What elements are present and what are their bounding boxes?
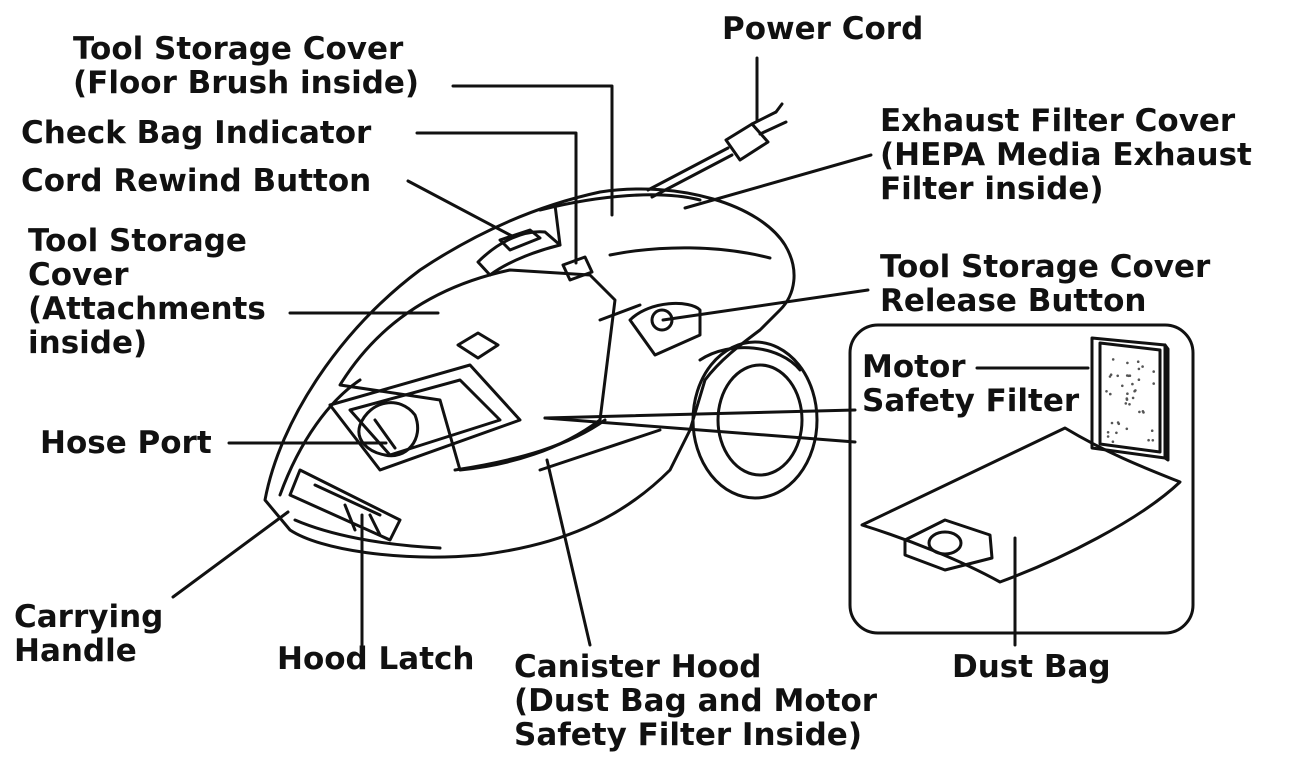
canister-body-drawing	[263, 187, 796, 559]
filter-dot	[1134, 389, 1137, 392]
filter-dot	[1109, 392, 1112, 396]
label-line: Tool Storage	[28, 223, 247, 259]
label-tool-storage-release-button: Tool Storage Cover Release Button	[880, 250, 1210, 318]
filter-dot	[1106, 431, 1110, 434]
filter-dot	[1116, 421, 1120, 424]
filter-dot	[1126, 392, 1129, 396]
label-line: (Dust Bag and Motor	[514, 683, 878, 719]
label-line: Tool Storage Cover	[880, 249, 1211, 285]
label-line: Dust Bag	[952, 649, 1111, 685]
filter-dot	[1115, 431, 1118, 435]
filter-dot	[1151, 439, 1155, 442]
label-line: inside)	[28, 325, 148, 361]
label-line: Safety Filter Inside)	[514, 717, 862, 753]
filter-dot	[1138, 410, 1141, 414]
filter-dot	[1141, 410, 1145, 413]
filter-dot	[1126, 361, 1129, 365]
filter-dot	[1141, 365, 1144, 368]
filter-dot	[1116, 374, 1119, 378]
filter-dot	[1152, 370, 1155, 373]
filter-dot	[1106, 435, 1110, 438]
filter-dot	[1150, 429, 1154, 433]
label-line: Filter inside)	[880, 171, 1104, 207]
filter-dots	[1105, 358, 1155, 444]
label-line: (Floor Brush inside)	[73, 65, 420, 101]
label-line: Safety Filter	[862, 383, 1080, 419]
label-carrying-handle: Carrying Handle	[14, 600, 163, 668]
filter-dot	[1152, 382, 1155, 385]
label-line: Tool Storage Cover	[73, 31, 404, 67]
label-motor-safety-filter: Motor Safety Filter	[862, 350, 1079, 418]
label-line: Release Button	[880, 283, 1147, 319]
label-hood-latch: Hood Latch	[277, 642, 474, 676]
filter-dot	[1125, 397, 1129, 400]
label-line: Canister Hood	[514, 649, 762, 685]
label-check-bag-indicator: Check Bag Indicator	[21, 116, 371, 150]
label-line: Exhaust Filter Cover	[880, 103, 1236, 139]
leader-lines	[171, 56, 1090, 647]
filter-dot	[1137, 378, 1141, 382]
label-line: Power Cord	[722, 11, 924, 47]
label-line: Check Bag Indicator	[21, 115, 372, 151]
filter-dot	[1137, 367, 1141, 371]
inset-box-drawing	[848, 323, 1195, 635]
filter-dot	[1125, 427, 1129, 431]
filter-dot	[1127, 374, 1130, 378]
filter-dot	[1105, 390, 1108, 393]
label-cord-rewind-button: Cord Rewind Button	[21, 164, 371, 198]
filter-dot	[1111, 440, 1115, 444]
label-tool-storage-floor-brush: Tool Storage Cover (Floor Brush inside)	[73, 32, 419, 100]
label-line: Handle	[14, 633, 137, 669]
label-dust-bag: Dust Bag	[952, 650, 1111, 684]
label-power-cord: Power Cord	[722, 12, 923, 46]
filter-dot	[1147, 438, 1150, 442]
wheel-drawing	[691, 340, 819, 500]
power-cord-drawing	[646, 102, 788, 199]
filter-dot	[1131, 396, 1135, 400]
label-line: Cover	[28, 257, 129, 293]
filter-dot	[1109, 373, 1113, 377]
filter-dot	[1121, 384, 1124, 388]
filter-dot	[1111, 358, 1115, 361]
filter-dot	[1124, 402, 1128, 405]
label-exhaust-filter-cover: Exhaust Filter Cover (HEPA Media Exhaust…	[880, 104, 1252, 206]
label-tool-storage-attachments: Tool Storage Cover (Attachments inside)	[28, 224, 266, 360]
filter-dot	[1128, 403, 1131, 406]
label-line: Carrying	[14, 599, 164, 635]
label-line: (Attachments	[28, 291, 266, 327]
label-line: Hood Latch	[277, 641, 475, 677]
label-line: Hose Port	[40, 425, 212, 461]
filter-dot	[1131, 382, 1134, 386]
filter-dot	[1110, 421, 1114, 425]
filter-dot	[1136, 360, 1140, 364]
label-canister-hood: Canister Hood (Dust Bag and Motor Safety…	[514, 650, 877, 752]
label-hose-port: Hose Port	[40, 426, 212, 460]
label-line: (HEPA Media Exhaust	[880, 137, 1252, 173]
label-line: Cord Rewind Button	[21, 163, 372, 199]
label-line: Motor	[862, 349, 966, 385]
